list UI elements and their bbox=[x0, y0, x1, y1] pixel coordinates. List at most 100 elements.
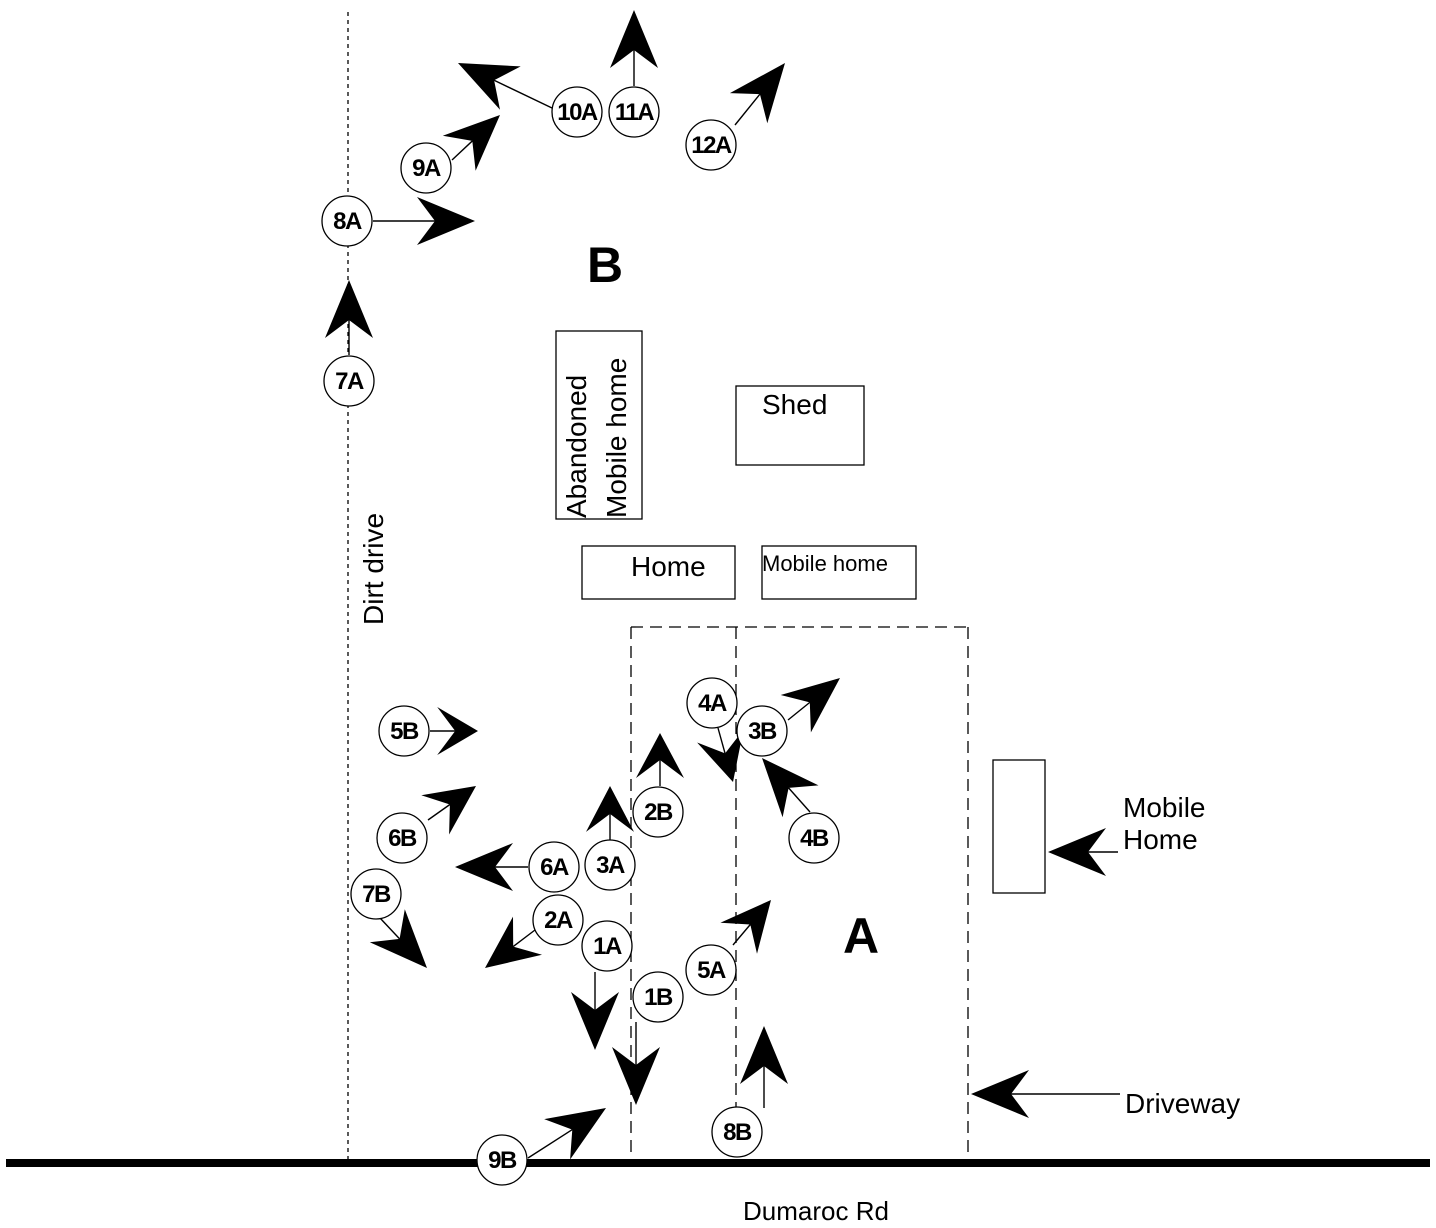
road-label: Dumaroc Rd bbox=[743, 1196, 889, 1226]
marker-label: 12A bbox=[691, 132, 732, 159]
marker-circle bbox=[711, 1106, 763, 1158]
arrow-12a bbox=[729, 63, 785, 126]
marker-circle bbox=[400, 142, 452, 194]
shed-label: Shed bbox=[762, 389, 827, 420]
marker-label: 5B bbox=[390, 718, 419, 745]
marker-circle bbox=[581, 920, 633, 972]
marker-2a: 2A bbox=[532, 894, 584, 946]
marker-6a: 6A bbox=[528, 841, 580, 893]
marker-7a: 7A bbox=[323, 355, 375, 407]
arrow-6a bbox=[455, 843, 528, 891]
arrow-2b bbox=[636, 733, 684, 786]
marker-circle bbox=[532, 894, 584, 946]
home-box bbox=[581, 545, 736, 600]
marker-5b: 5B bbox=[378, 705, 430, 757]
arrow-6b bbox=[421, 786, 476, 835]
arrow-1b bbox=[612, 1022, 660, 1105]
arrow-4b bbox=[762, 758, 819, 818]
marker-label: 8A bbox=[333, 208, 362, 235]
arrow-1a bbox=[571, 972, 619, 1050]
arrow-8b bbox=[740, 1026, 788, 1108]
marker-1b: 1B bbox=[632, 971, 684, 1023]
arrow-5b bbox=[430, 707, 478, 755]
arrow-7a bbox=[325, 280, 373, 355]
arrow-mobile-home-pointer bbox=[1048, 828, 1118, 876]
arrow-3a bbox=[586, 786, 634, 840]
marker-label: 11A bbox=[615, 99, 654, 126]
mobile-home-label: Mobile home bbox=[762, 551, 888, 576]
driveway-label: Driveway bbox=[1125, 1088, 1240, 1119]
marker-1a: 1A bbox=[581, 920, 633, 972]
marker-circle bbox=[632, 786, 684, 838]
marker-label: 9A bbox=[412, 155, 441, 182]
marker-circle bbox=[321, 195, 373, 247]
abandoned-mobile-home-box bbox=[555, 330, 643, 520]
home-label: Home bbox=[631, 551, 706, 582]
marker-circle bbox=[376, 812, 428, 864]
marker-circle bbox=[736, 705, 788, 757]
abandoned-label-line2: Mobile home bbox=[601, 358, 632, 518]
marker-3b: 3B bbox=[736, 705, 788, 757]
marker-circle bbox=[608, 86, 660, 138]
marker-4b: 4B bbox=[788, 812, 840, 864]
marker-label: 7A bbox=[335, 368, 364, 395]
marker-8b: 8B bbox=[711, 1106, 763, 1158]
marker-label: 5A bbox=[697, 957, 726, 984]
marker-label: 3A bbox=[596, 852, 625, 879]
marker-circle bbox=[350, 868, 402, 920]
marker-label: 3B bbox=[748, 718, 777, 745]
marker-label: 2B bbox=[644, 799, 673, 826]
marker-6b: 6B bbox=[376, 812, 428, 864]
arrow-4a bbox=[697, 727, 744, 782]
marker-circle bbox=[528, 841, 580, 893]
arrow-9b bbox=[527, 1108, 606, 1160]
marker-2b: 2B bbox=[632, 786, 684, 838]
driveway-area bbox=[630, 626, 969, 1160]
arrow-2a bbox=[485, 916, 542, 968]
marker-label: 9B bbox=[488, 1147, 517, 1174]
abandoned-label-line1: Abandoned bbox=[561, 375, 592, 518]
mobile-home-right-line1: Mobile bbox=[1123, 792, 1205, 823]
arrow-9a bbox=[442, 115, 500, 171]
marker-label: 1B bbox=[644, 984, 673, 1011]
marker-circle bbox=[378, 705, 430, 757]
marker-8a: 8A bbox=[321, 195, 373, 247]
marker-label: 4A bbox=[698, 690, 727, 717]
marker-circle bbox=[476, 1134, 528, 1186]
marker-3a: 3A bbox=[584, 839, 636, 891]
marker-10a: 10A bbox=[551, 86, 603, 138]
marker-label: 10A bbox=[557, 99, 598, 126]
marker-circle bbox=[323, 355, 375, 407]
zone-a-label: A bbox=[843, 908, 879, 964]
arrow-5a bbox=[720, 900, 771, 954]
arrow-7b bbox=[369, 909, 427, 968]
marker-label: 4B bbox=[800, 825, 829, 852]
marker-11a: 11A bbox=[608, 86, 660, 138]
arrow-8a bbox=[373, 197, 475, 245]
marker-9b: 9B bbox=[476, 1134, 528, 1186]
arrow-3b bbox=[780, 678, 840, 733]
arrow-10a bbox=[458, 63, 553, 110]
marker-label: 7B bbox=[362, 881, 391, 908]
marker-circle bbox=[551, 86, 603, 138]
marker-circle bbox=[685, 944, 737, 996]
marker-9a: 9A bbox=[400, 142, 452, 194]
marker-7b: 7B bbox=[350, 868, 402, 920]
marker-label: 6A bbox=[540, 854, 569, 881]
shed-box bbox=[735, 385, 865, 466]
arrows-layer bbox=[325, 10, 1120, 1160]
marker-label: 1A bbox=[593, 933, 622, 960]
mobile-home-right-line2: Home bbox=[1123, 824, 1198, 855]
marker-label: 6B bbox=[388, 825, 417, 852]
marker-label: 2A bbox=[544, 907, 573, 934]
mobile-home-right-box bbox=[992, 759, 1046, 894]
arrow-driveway-pointer bbox=[971, 1070, 1120, 1118]
markers-layer: 1A 2A 3A 4A 5A 6A 7A 8A 9A 10A 11A 12A 1B 2B 3B 4B 5B 6B 7… bbox=[321, 86, 840, 1186]
dirt-drive-label: Dirt drive bbox=[358, 513, 389, 625]
marker-12a: 12A bbox=[685, 119, 737, 171]
marker-circle bbox=[632, 971, 684, 1023]
zone-b-label: B bbox=[587, 237, 623, 293]
marker-circle bbox=[685, 119, 737, 171]
arrow-11a bbox=[610, 10, 658, 86]
marker-circle bbox=[788, 812, 840, 864]
